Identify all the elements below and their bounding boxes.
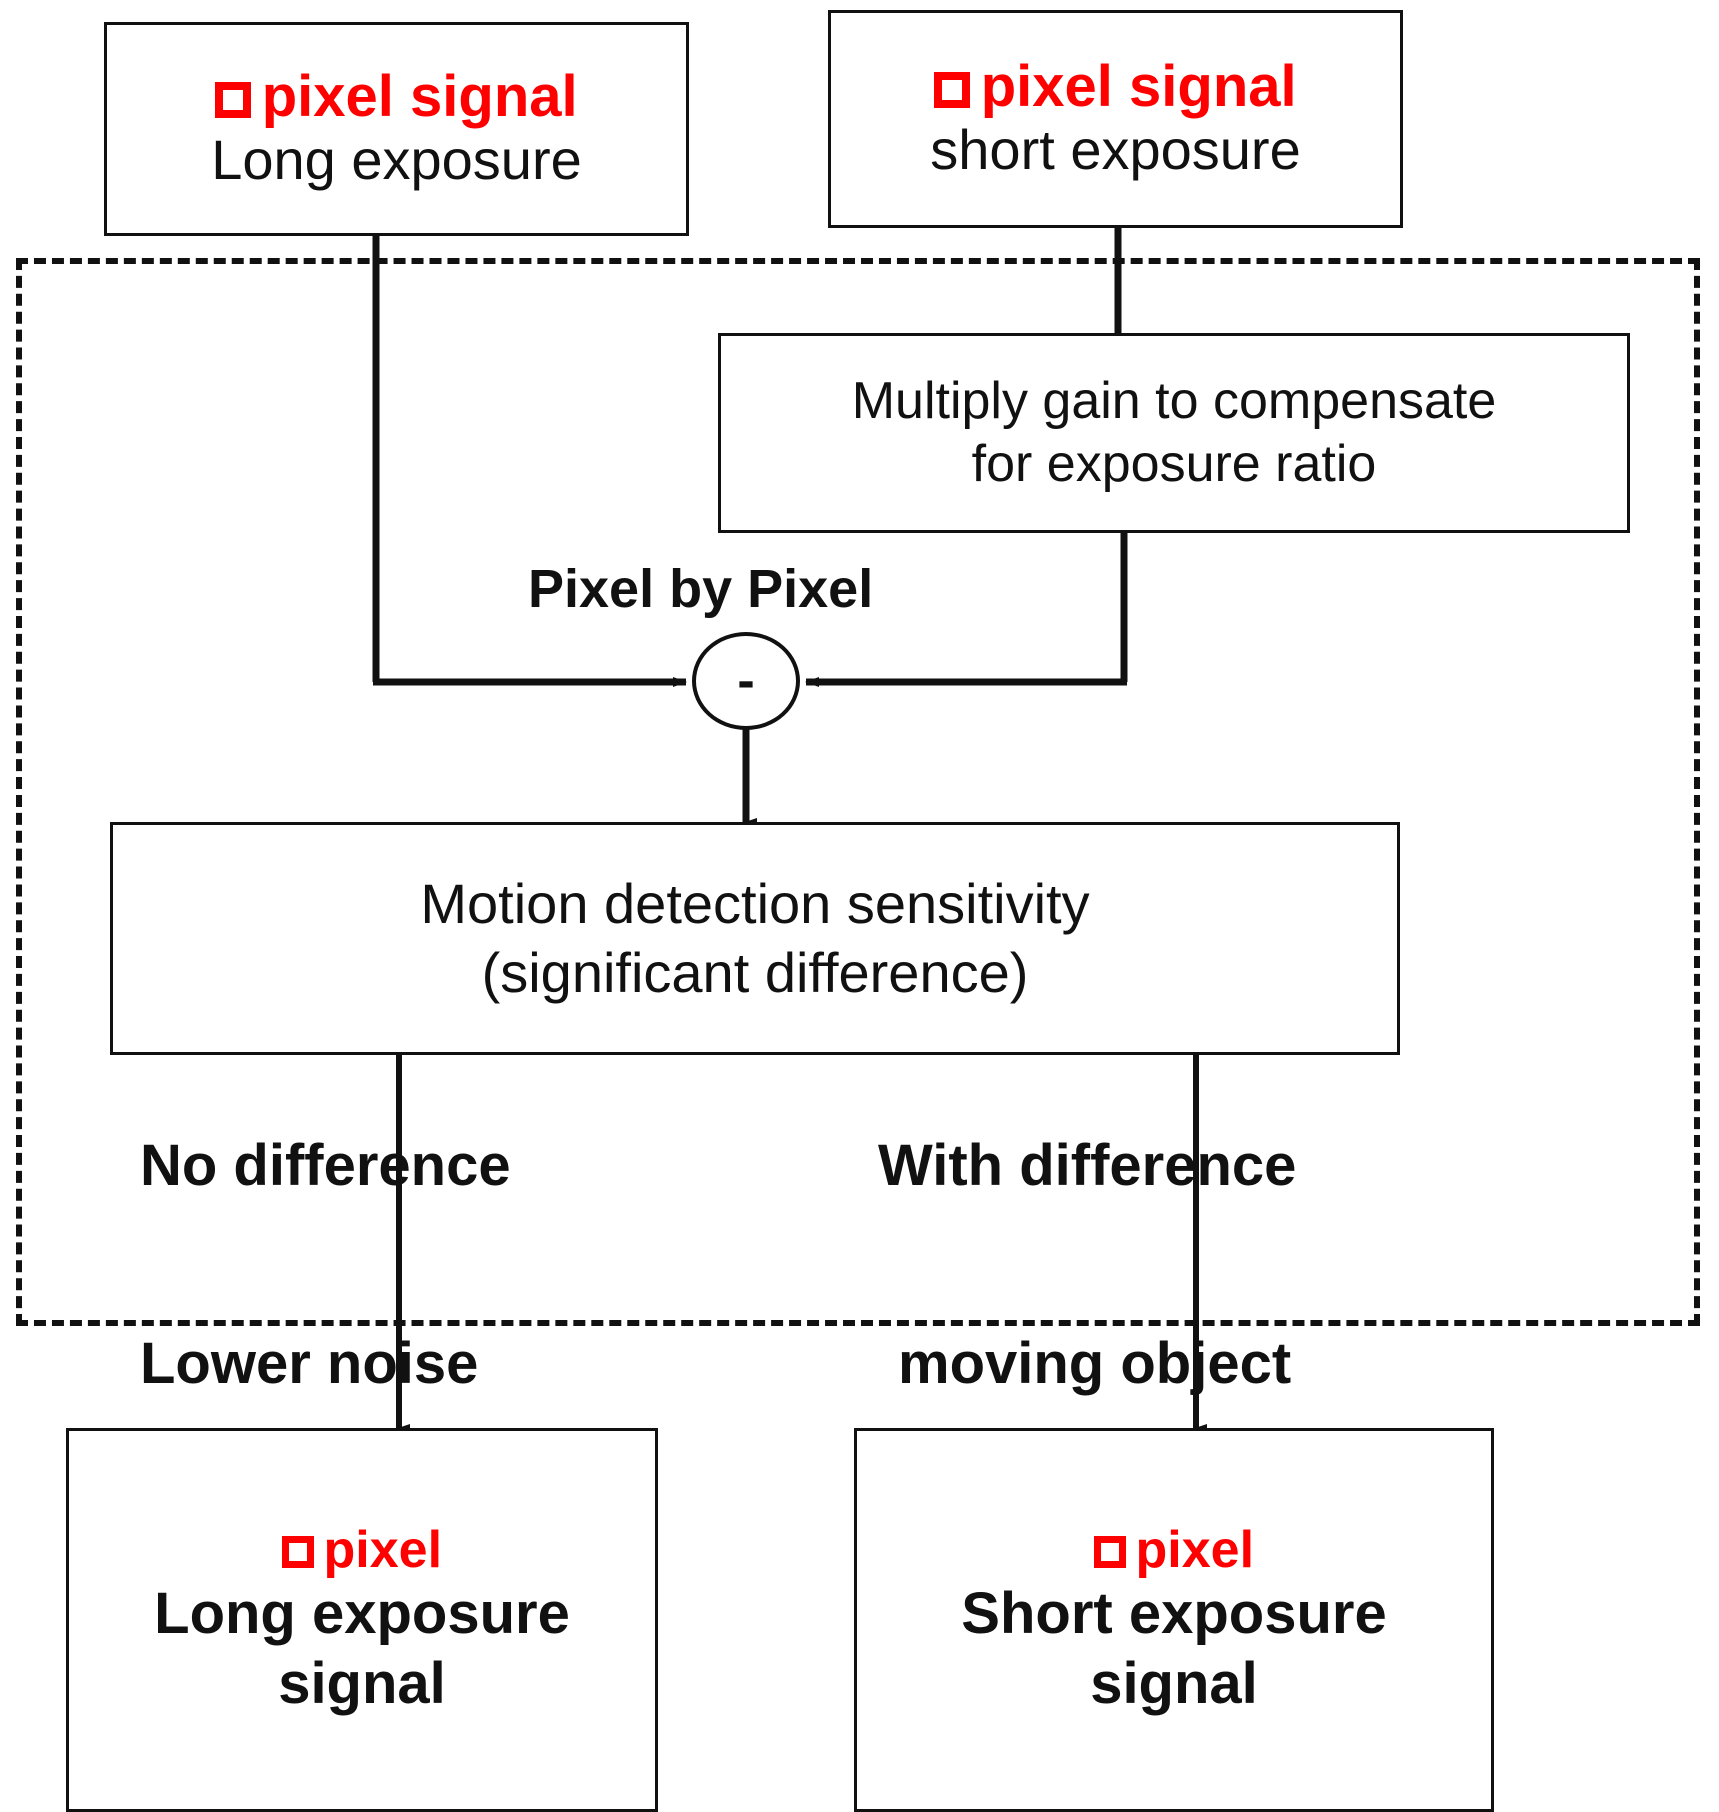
- with-difference-label: With difference: [878, 1133, 1297, 1198]
- no-difference-label: No difference: [140, 1133, 511, 1198]
- pixel-by-pixel-label: Pixel by Pixel: [528, 559, 874, 619]
- short-exposure-input-title: pixel signal: [934, 56, 1297, 119]
- multiply-gain-line-2: for exposure ratio: [971, 435, 1377, 493]
- multiply-gain-block: Multiply gain to compensate for exposure…: [718, 333, 1630, 533]
- long-exposure-input-box: pixel signal Long exposure: [104, 22, 689, 236]
- sensitivity-line-2: (significant difference): [481, 940, 1029, 1004]
- short-output-line-2: Short exposure: [961, 1581, 1387, 1646]
- processing-region-dashed-boundary: [16, 258, 1700, 1326]
- subtract-operator-node: -: [692, 632, 800, 730]
- red-square-pixel-icon: [281, 1536, 315, 1569]
- moving-object-label: moving object: [898, 1331, 1292, 1396]
- red-square-pixel-icon: [934, 72, 971, 109]
- short-exposure-input-box: pixel signal short exposure: [828, 10, 1403, 228]
- short-exposure-input-subtitle: short exposure: [930, 117, 1301, 181]
- long-output-line-2: Long exposure: [154, 1581, 570, 1646]
- lower-noise-label: Lower noise: [140, 1331, 479, 1396]
- motion-detection-sensitivity-block: Motion detection sensitivity (significan…: [110, 822, 1400, 1055]
- red-square-pixel-icon: [215, 82, 252, 119]
- long-exposure-output-box: pixel Long exposure signal: [66, 1428, 658, 1812]
- short-output-line-3: signal: [1090, 1650, 1258, 1716]
- long-output-pixel-title: pixel: [281, 1521, 442, 1579]
- long-output-line-3: signal: [278, 1650, 446, 1716]
- short-exposure-output-box: pixel Short exposure signal: [854, 1428, 1494, 1812]
- short-output-pixel-title: pixel: [1093, 1521, 1254, 1579]
- multiply-gain-line-1: Multiply gain to compensate: [851, 371, 1497, 430]
- red-square-pixel-icon: [1093, 1536, 1127, 1569]
- sensitivity-line-1: Motion detection sensitivity: [420, 872, 1090, 936]
- long-exposure-input-subtitle: Long exposure: [211, 127, 582, 191]
- subtract-operator-glyph: -: [737, 652, 755, 710]
- long-exposure-input-title: pixel signal: [215, 66, 578, 129]
